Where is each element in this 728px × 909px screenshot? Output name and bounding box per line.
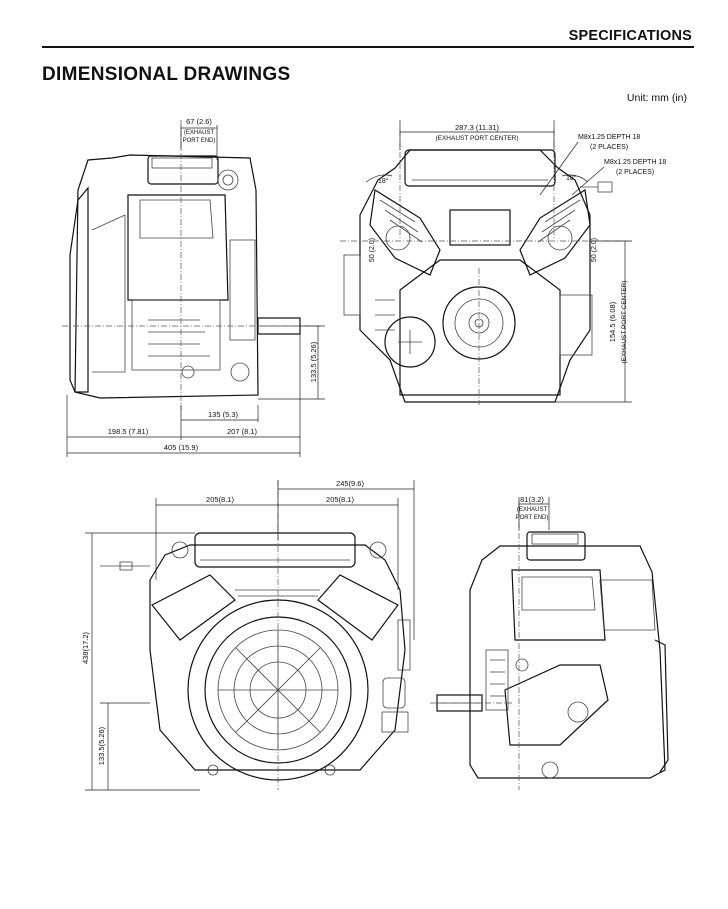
exhaust-note-2-bottom: PORT END) [516, 515, 549, 521]
thread-a-note: (2 PLACES) [590, 144, 628, 151]
dim-205-right: 205(8.1) [326, 495, 354, 504]
exhaust-note-1: (EXHAUST [184, 130, 215, 136]
thread-a: M8x1.25 DEPTH 18 [578, 134, 640, 141]
dim-405: 405 (15.9) [164, 443, 199, 452]
dim-135: 135 (5.3) [208, 410, 239, 419]
engine-side-view-bottom [430, 500, 669, 790]
angle-left: 18° [378, 177, 389, 185]
dimensions-side-view-top: 67 (2.6) (EXHAUST PORT END) 133.5 (5.26)… [66, 117, 325, 457]
engine-side-view-top [62, 120, 320, 410]
dim-133-5: 133.5 (5.26) [309, 341, 318, 382]
engine-front-view-top [340, 130, 628, 405]
port-center-note: (EXHAUST PORT CENTER) [435, 135, 518, 142]
dim-154-5: 154.5 (6.08) [608, 301, 617, 342]
dim-50-right: 50 (2.0) [591, 238, 598, 262]
page-title: DIMENSIONAL DRAWINGS [42, 64, 291, 85]
dim-245: 245(9.6) [336, 479, 364, 488]
dim-198-5: 198.5 (7.81) [108, 427, 149, 436]
dim-287-3: 287.3 (11.31) [455, 123, 500, 132]
dimensions-side-view-bottom: 81(3.2) (EXHAUST PORT END) [516, 495, 550, 530]
engine-rear-view-bottom [100, 480, 411, 790]
exhaust-note-1-bottom: (EXHAUST [517, 507, 548, 513]
section-header: SPECIFICATIONS [568, 28, 692, 44]
dimensions-front-view-top: 287.3 (11.31) (EXHAUST PORT CENTER) M8x1… [365, 120, 666, 403]
dim-50-left: 50 (2.0) [369, 238, 376, 262]
unit-note: Unit: mm (in) [626, 92, 687, 104]
dim-133-5-rear: 133.5(5.26) [97, 726, 106, 765]
thread-b-note: (2 PLACES) [616, 169, 654, 176]
dim-67: 67 (2.6) [186, 117, 212, 126]
dim-438: 438(17.2) [81, 631, 90, 664]
angle-right: 18° [566, 174, 577, 182]
header-rule [42, 46, 694, 48]
dimensions-rear-view-bottom: 245(9.6) 205(8.1) 205(8.1) 438(17.2) 133… [81, 479, 415, 791]
dim-207: 207 (8.1) [227, 427, 258, 436]
dim-205-left: 205(8.1) [206, 495, 234, 504]
port-height-note: (EXHAUST PORT CENTER) [621, 280, 628, 363]
exhaust-note-2: PORT END) [183, 138, 216, 144]
thread-b: M8x1.25 DEPTH 18 [604, 159, 666, 166]
dim-81: 81(3.2) [520, 495, 544, 504]
